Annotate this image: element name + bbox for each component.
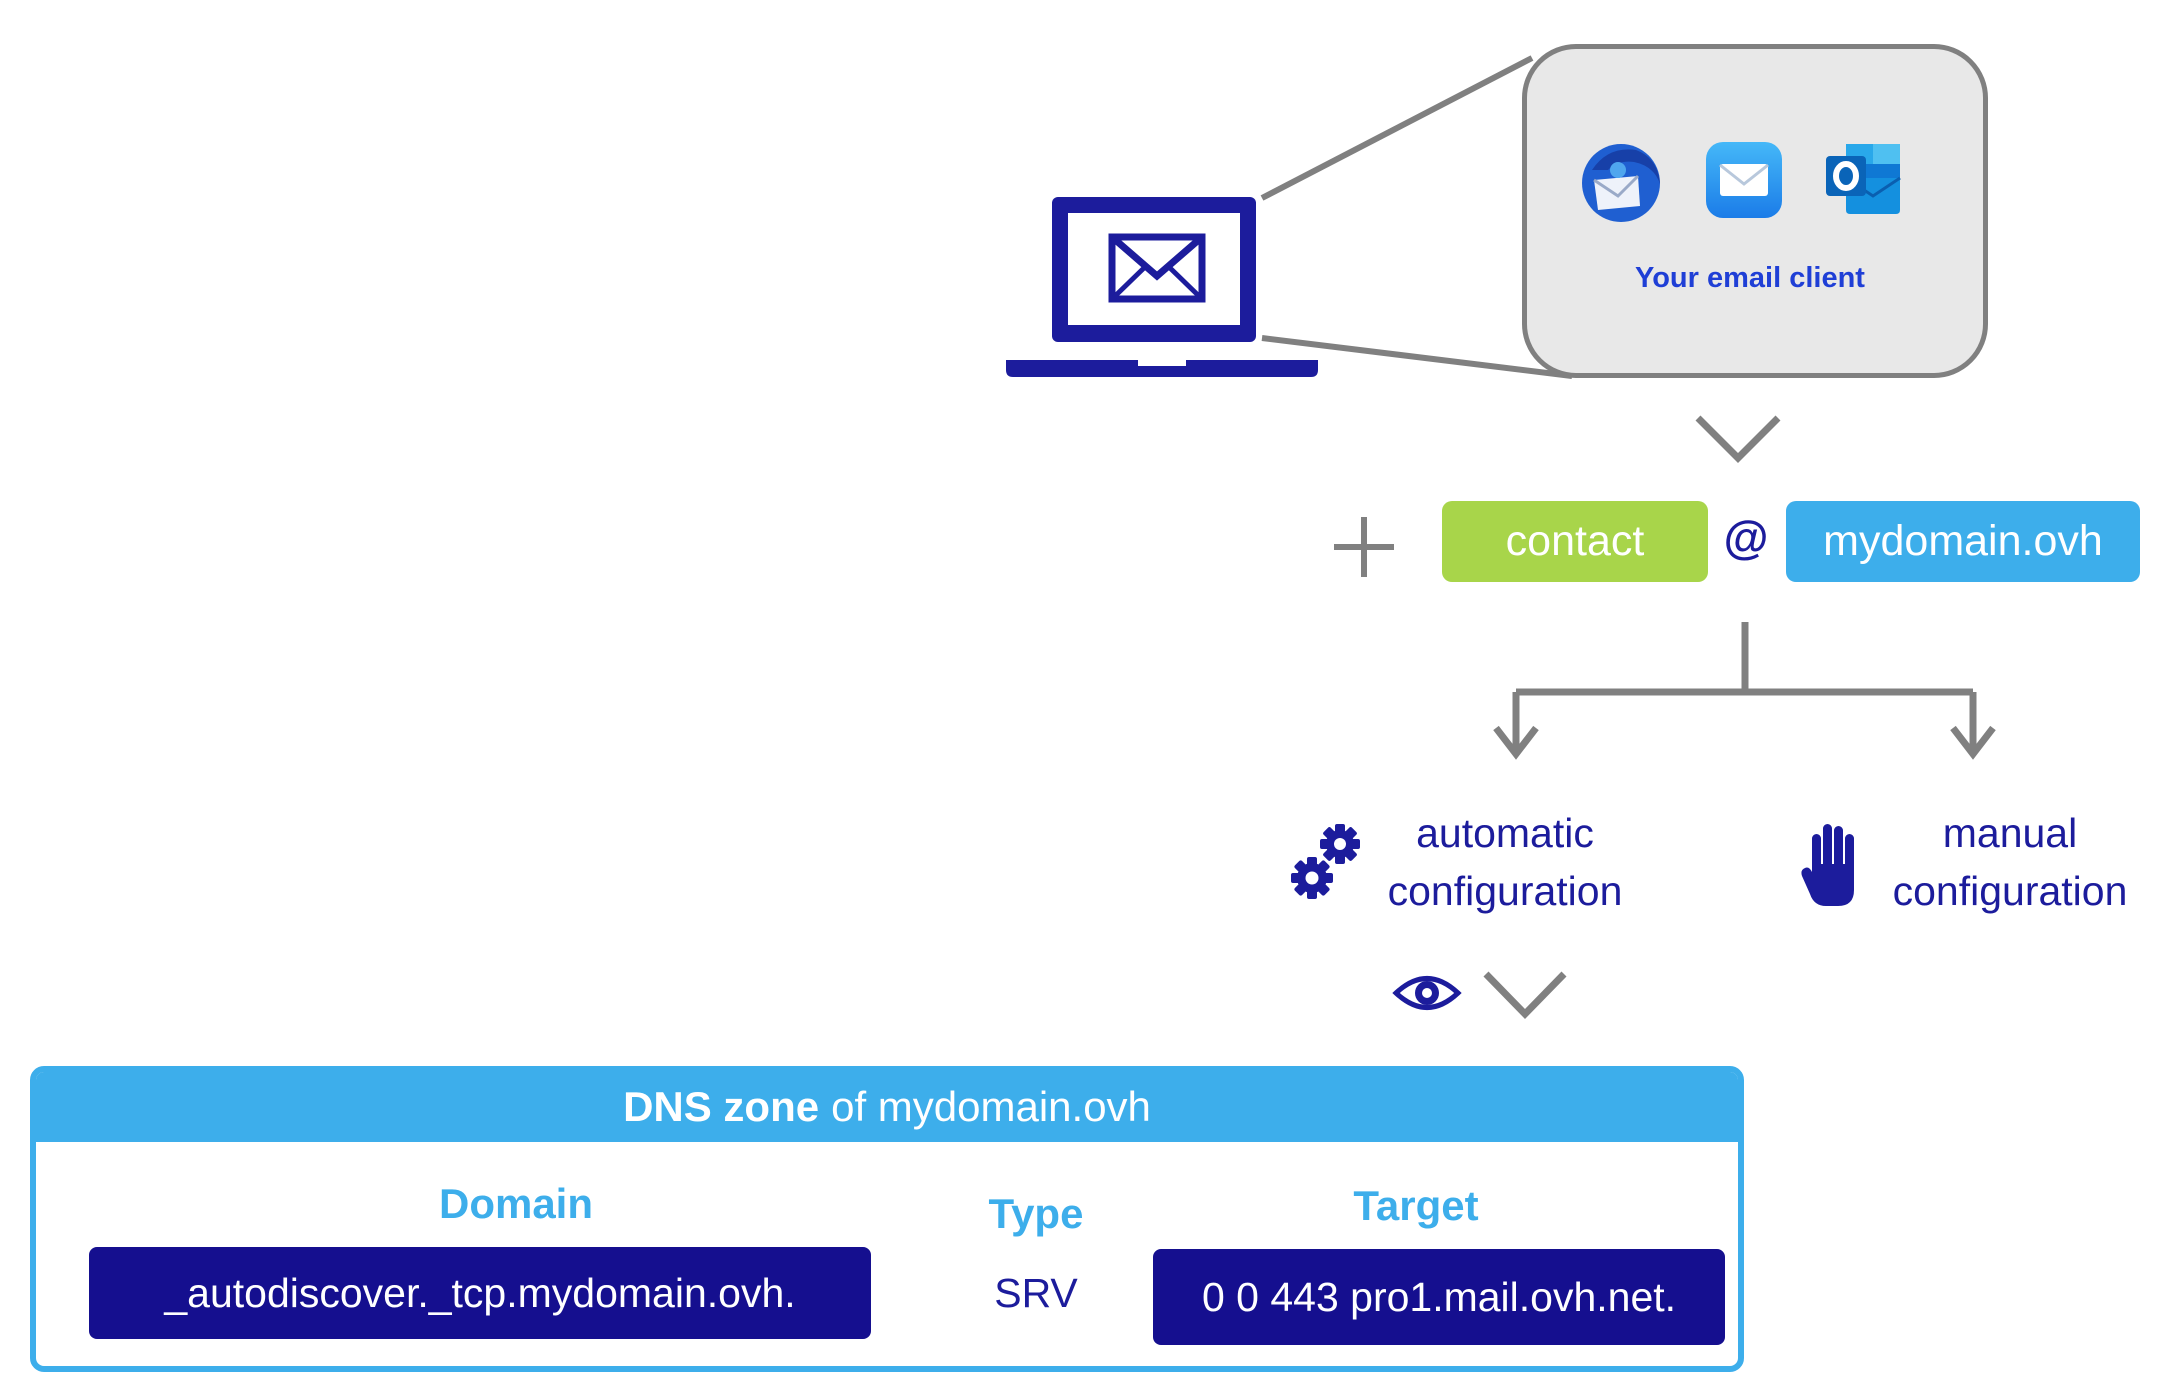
dns-zone-title-rest: of mydomain.ovh	[831, 1083, 1151, 1130]
record-type-cell: SRV	[994, 1270, 1078, 1316]
automatic-configuration-label: automatic configuration	[1360, 804, 1650, 920]
email-client-caption: Your email client	[1635, 262, 1865, 294]
column-header-type: Type	[988, 1190, 1084, 1237]
domain-pill: mydomain.ovh	[1786, 501, 2140, 582]
laptop-icon	[1006, 197, 1318, 377]
manual-configuration-label: manual configuration	[1870, 804, 2150, 920]
record-target-cell: 0 0 443 pro1.mail.ovh.net.	[1153, 1249, 1725, 1345]
record-domain-cell: _autodiscover._tcp.mydomain.ovh.	[89, 1247, 871, 1339]
column-header-domain: Domain	[438, 1180, 593, 1227]
dns-zone-title-bold: DNS zone	[623, 1083, 820, 1130]
chevron-down-icon	[1483, 971, 1567, 1020]
plus-icon	[1334, 517, 1394, 577]
manual-word: manual	[1942, 810, 2078, 856]
column-header-target: Target	[1353, 1182, 1479, 1229]
local-part-pill: contact	[1442, 501, 1708, 582]
thunderbird-icon	[1582, 144, 1660, 222]
dns-zone-title: DNS zone of mydomain.ovh	[36, 1072, 1738, 1142]
chevron-down-icon	[1695, 415, 1781, 463]
apple-mail-icon	[1706, 142, 1782, 218]
configuration-word: configuration	[1387, 868, 1623, 914]
eye-icon	[1392, 976, 1462, 1010]
outlook-icon	[1826, 144, 1901, 214]
hand-icon	[1801, 824, 1854, 906]
envelope-icon	[1108, 233, 1206, 303]
gears-icon	[1291, 824, 1360, 899]
dns-zone-panel: DNS zone of mydomain.ovh Domain Type Tar…	[30, 1066, 1744, 1372]
configuration-word: configuration	[1892, 868, 2128, 914]
at-symbol: @	[1723, 511, 1769, 563]
automatic-word: automatic	[1416, 810, 1594, 856]
